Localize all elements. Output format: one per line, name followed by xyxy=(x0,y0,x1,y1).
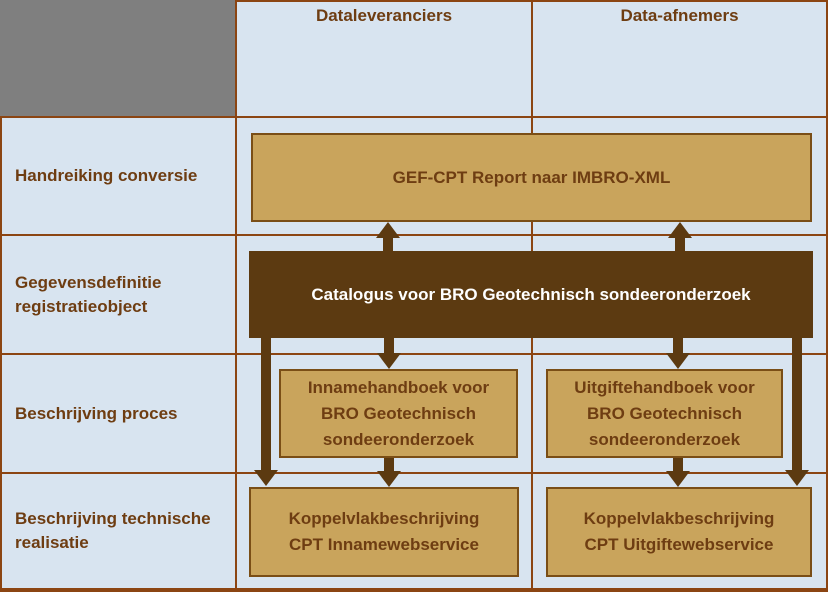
grid-line-vertical-1 xyxy=(235,0,237,592)
box-catalogus-bro-geotechnisch-sondeeronderzoek: Catalogus voor BRO Geotechnisch sondeero… xyxy=(249,251,813,338)
arrow-catalogus-to-koppelvlak-uitgifte xyxy=(785,338,809,486)
arrow-catalogus-to-koppelvlak-inname xyxy=(254,338,278,486)
arrow-head-down-icon xyxy=(785,470,809,486)
grid-line-horizontal-3 xyxy=(0,353,828,355)
arrow-shaft xyxy=(384,458,394,471)
arrow-head-down-icon xyxy=(254,470,278,486)
arrow-catalogus-to-innamehandboek xyxy=(377,338,401,369)
arrow-head-down-icon xyxy=(377,471,401,487)
table-border-right xyxy=(826,0,828,592)
row-header-handreiking-conversie: Handreiking conversie xyxy=(15,166,198,185)
arrow-head-down-icon xyxy=(666,353,690,369)
arrow-head-down-icon xyxy=(377,353,401,369)
table-border-bottom xyxy=(0,588,828,592)
arrow-head-up-icon xyxy=(376,222,400,238)
box-innamehandboek: Innamehandboek voor BRO Geotechnisch son… xyxy=(279,369,518,458)
box-uitgiftehandboek: Uitgiftehandboek voor BRO Geotechnisch s… xyxy=(546,369,783,458)
arrow-shaft xyxy=(675,238,685,251)
arrow-shaft xyxy=(383,238,393,251)
box-gef-cpt-report-naar-imbro-xml: GEF-CPT Report naar IMBRO-XML xyxy=(251,133,812,222)
corner-cell xyxy=(0,0,236,117)
row-header-beschrijving-technische-realisatie: Beschrijving technische realisatie xyxy=(15,509,211,552)
arrow-catalogus-to-gef-right xyxy=(668,222,692,251)
grid-line-horizontal-4 xyxy=(0,472,828,474)
arrow-shaft xyxy=(673,458,683,471)
row-header-gegevensdefinitie-registratieobject: Gegevensdefinitie registratieobject xyxy=(15,272,162,316)
arrow-shaft xyxy=(792,338,802,470)
arrow-catalogus-to-uitgiftehandboek xyxy=(666,338,690,369)
grid-line-horizontal-1 xyxy=(0,116,828,118)
arrow-innamehandboek-to-koppelvlak-inname xyxy=(377,458,401,487)
column-header-dataleveranciers: Dataleveranciers xyxy=(315,6,453,25)
arrow-uitgiftehandboek-to-koppelvlak-uitgifte xyxy=(666,458,690,487)
box-koppelvlakbeschrijving-cpt-uitgiftewebservice: Koppelvlakbeschrijving CPT Uitgiftewebse… xyxy=(546,487,812,577)
arrow-shaft xyxy=(261,338,271,470)
arrow-catalogus-to-gef-left xyxy=(376,222,400,251)
box-koppelvlakbeschrijving-cpt-innamewebservice: Koppelvlakbeschrijving CPT Innamewebserv… xyxy=(249,487,519,577)
row-header-beschrijving-proces: Beschrijving proces xyxy=(15,403,178,423)
table-border-left xyxy=(0,0,2,592)
column-header-data-afnemers: Data-afnemers xyxy=(620,6,739,25)
arrow-head-down-icon xyxy=(666,471,690,487)
arrow-shaft xyxy=(673,338,683,353)
arrow-shaft xyxy=(384,338,394,353)
arrow-head-up-icon xyxy=(668,222,692,238)
grid-line-horizontal-2 xyxy=(0,234,828,236)
table-border-top xyxy=(0,0,828,2)
